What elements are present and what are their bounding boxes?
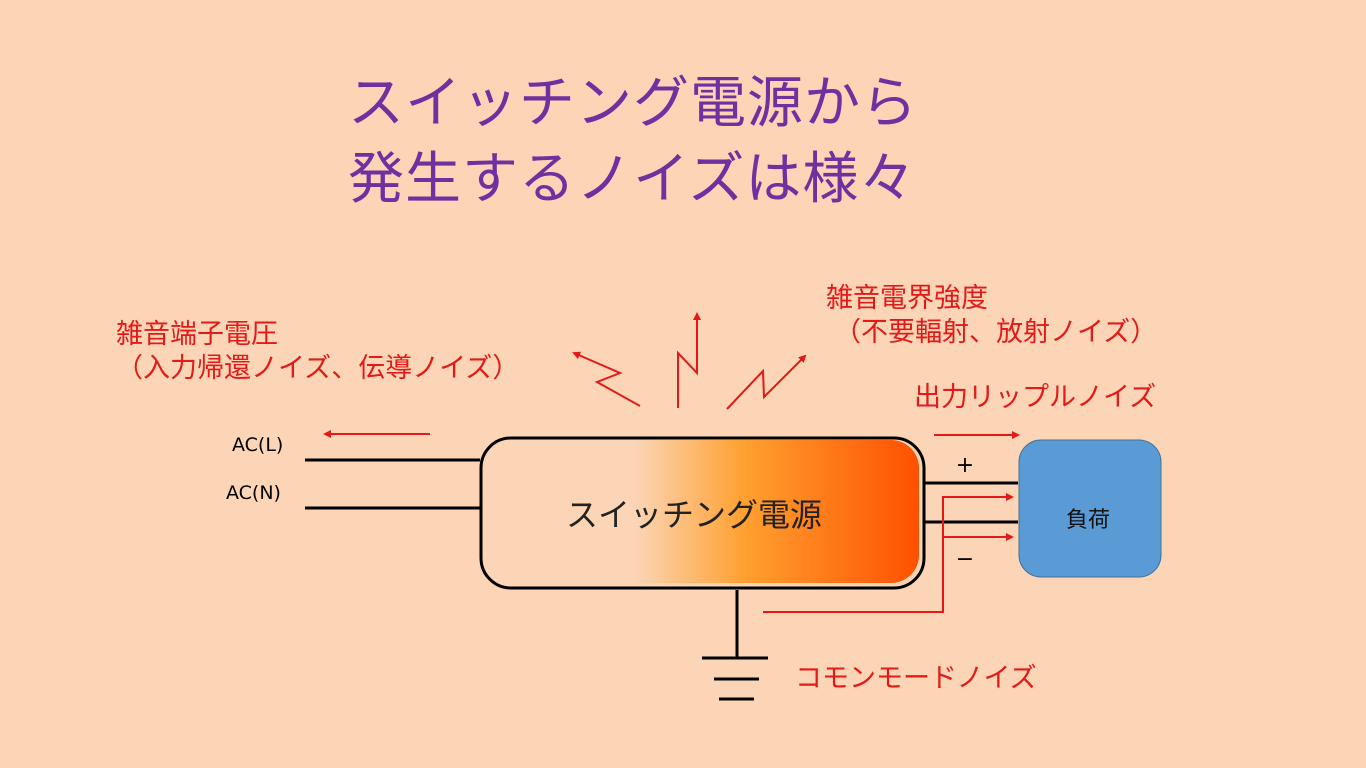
radiated-noise-label: 雑音電界強度 （不要輻射、放射ノイズ） [826, 282, 1157, 350]
radiated-arrow-up [677, 312, 701, 408]
title-line-1: スイッチング電源から [348, 71, 918, 136]
load-box [1018, 439, 1162, 578]
ac-n-label: AC(N) [226, 482, 281, 504]
load-label: 負荷 [1066, 508, 1110, 533]
conducted-line-2: （入力帰還ノイズ、伝導ノイズ） [116, 353, 520, 384]
radiated-arrow-right [726, 354, 807, 410]
psu-box-fill [483, 440, 919, 583]
ac-l-label: AC(L) [232, 434, 283, 456]
conducted-line-1: 雑音端子電圧 [116, 319, 278, 350]
plus-label: + [956, 453, 974, 478]
radiated-line-1: 雑音電界強度 [826, 283, 988, 314]
ripple-noise-label: 出力リップルノイズ [914, 382, 1157, 413]
common-mode-noise-label: コモンモードノイズ [795, 663, 1037, 694]
common-mode-arrow-plus [763, 493, 1014, 613]
psu-label: スイッチング電源 [566, 496, 822, 534]
page-title: スイッチング電源から 発生するノイズは様々 [348, 66, 918, 218]
conducted-noise-label: 雑音端子電圧 （入力帰還ノイズ、伝導ノイズ） [116, 318, 519, 386]
title-line-2: 発生するノイズは様々 [348, 147, 917, 212]
radiated-line-2: （不要輻射、放射ノイズ） [834, 317, 1158, 348]
radiated-arrow-left [572, 351, 641, 407]
minus-label: − [956, 547, 974, 572]
